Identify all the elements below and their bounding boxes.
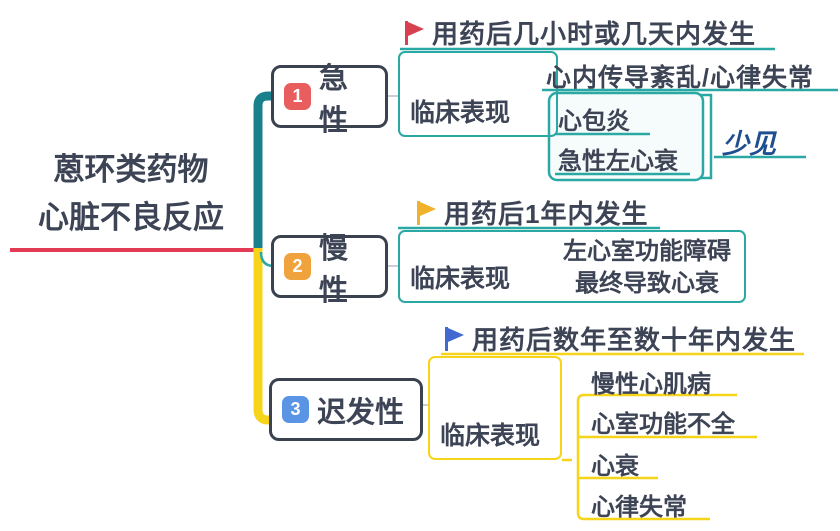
chronic-manifestation-line1: 左心室功能障碍 xyxy=(563,238,731,265)
flag-chronic-text: 用药后1年内发生 xyxy=(444,199,649,229)
clinical-label-acute: 临床表现 xyxy=(410,99,511,127)
badge-1-icon: 1 xyxy=(284,83,311,110)
root-topic-line2: 心脏不良反应 xyxy=(38,200,224,235)
spine-acute xyxy=(253,91,276,252)
node-delayed[interactable]: 3 迟发性 xyxy=(269,378,423,441)
clinical-box-acute[interactable]: 临床表现 xyxy=(398,51,558,137)
delayed-children-spine xyxy=(576,393,737,521)
chronic-manifestation-line2: 最终导致心衰 xyxy=(575,270,719,297)
flag-red-icon xyxy=(405,20,424,45)
root-topic-line1: 蒽环类药物 xyxy=(53,152,209,187)
flag-delayed-text: 用药后数年至数十年内发生 xyxy=(472,325,797,355)
flag-blue-icon xyxy=(445,326,464,351)
root-topic[interactable]: 蒽环类药物 心脏不良反应 xyxy=(6,146,256,242)
node-acute[interactable]: 1 急性 xyxy=(271,63,388,137)
clinical-label-chronic: 临床表现 xyxy=(410,265,511,293)
node-chronic[interactable]: 2 慢性 xyxy=(271,233,388,307)
summary-rare[interactable]: 少见 xyxy=(722,129,776,159)
item-ventricular-insufficiency[interactable]: 心室功能不全 xyxy=(591,411,735,438)
flag-chronic[interactable]: 用药后1年内发生 xyxy=(416,194,648,231)
node-chronic-label: 慢性 xyxy=(319,232,349,307)
clinical-box-chronic[interactable]: 临床表现 左心室功能障碍 最终导致心衰 xyxy=(398,230,746,303)
item-pericarditis[interactable]: 心包炎 xyxy=(558,108,630,135)
flag-acute[interactable]: 用药后几小时或几天内发生 xyxy=(404,14,756,51)
item-heart-failure[interactable]: 心衰 xyxy=(591,453,639,480)
spine-delayed xyxy=(253,248,274,425)
chronic-manifestation[interactable]: 左心室功能障碍 最终导致心衰 xyxy=(554,236,740,300)
clinical-box-delayed[interactable]: 临床表现 xyxy=(428,356,562,460)
clinical-label-delayed: 临床表现 xyxy=(440,422,541,450)
flag-yellow-icon xyxy=(417,200,436,225)
flag-acute-text: 用药后几小时或几天内发生 xyxy=(432,19,757,49)
node-acute-label: 急性 xyxy=(319,62,349,137)
summary-bracket xyxy=(700,93,713,180)
item-arrhythmia[interactable]: 心律失常 xyxy=(591,494,687,521)
item-chronic-cardiomyopathy[interactable]: 慢性心肌病 xyxy=(591,371,711,398)
item-conduction-arrhythmia[interactable]: 心内传导紊乱/心律失常 xyxy=(546,64,814,92)
badge-3-icon: 3 xyxy=(282,396,309,423)
flag-delayed[interactable]: 用药后数年至数十年内发生 xyxy=(444,320,796,357)
node-delayed-label: 迟发性 xyxy=(317,396,405,429)
badge-2-icon: 2 xyxy=(284,253,311,280)
item-acute-left-heart-failure[interactable]: 急性左心衰 xyxy=(558,148,678,175)
